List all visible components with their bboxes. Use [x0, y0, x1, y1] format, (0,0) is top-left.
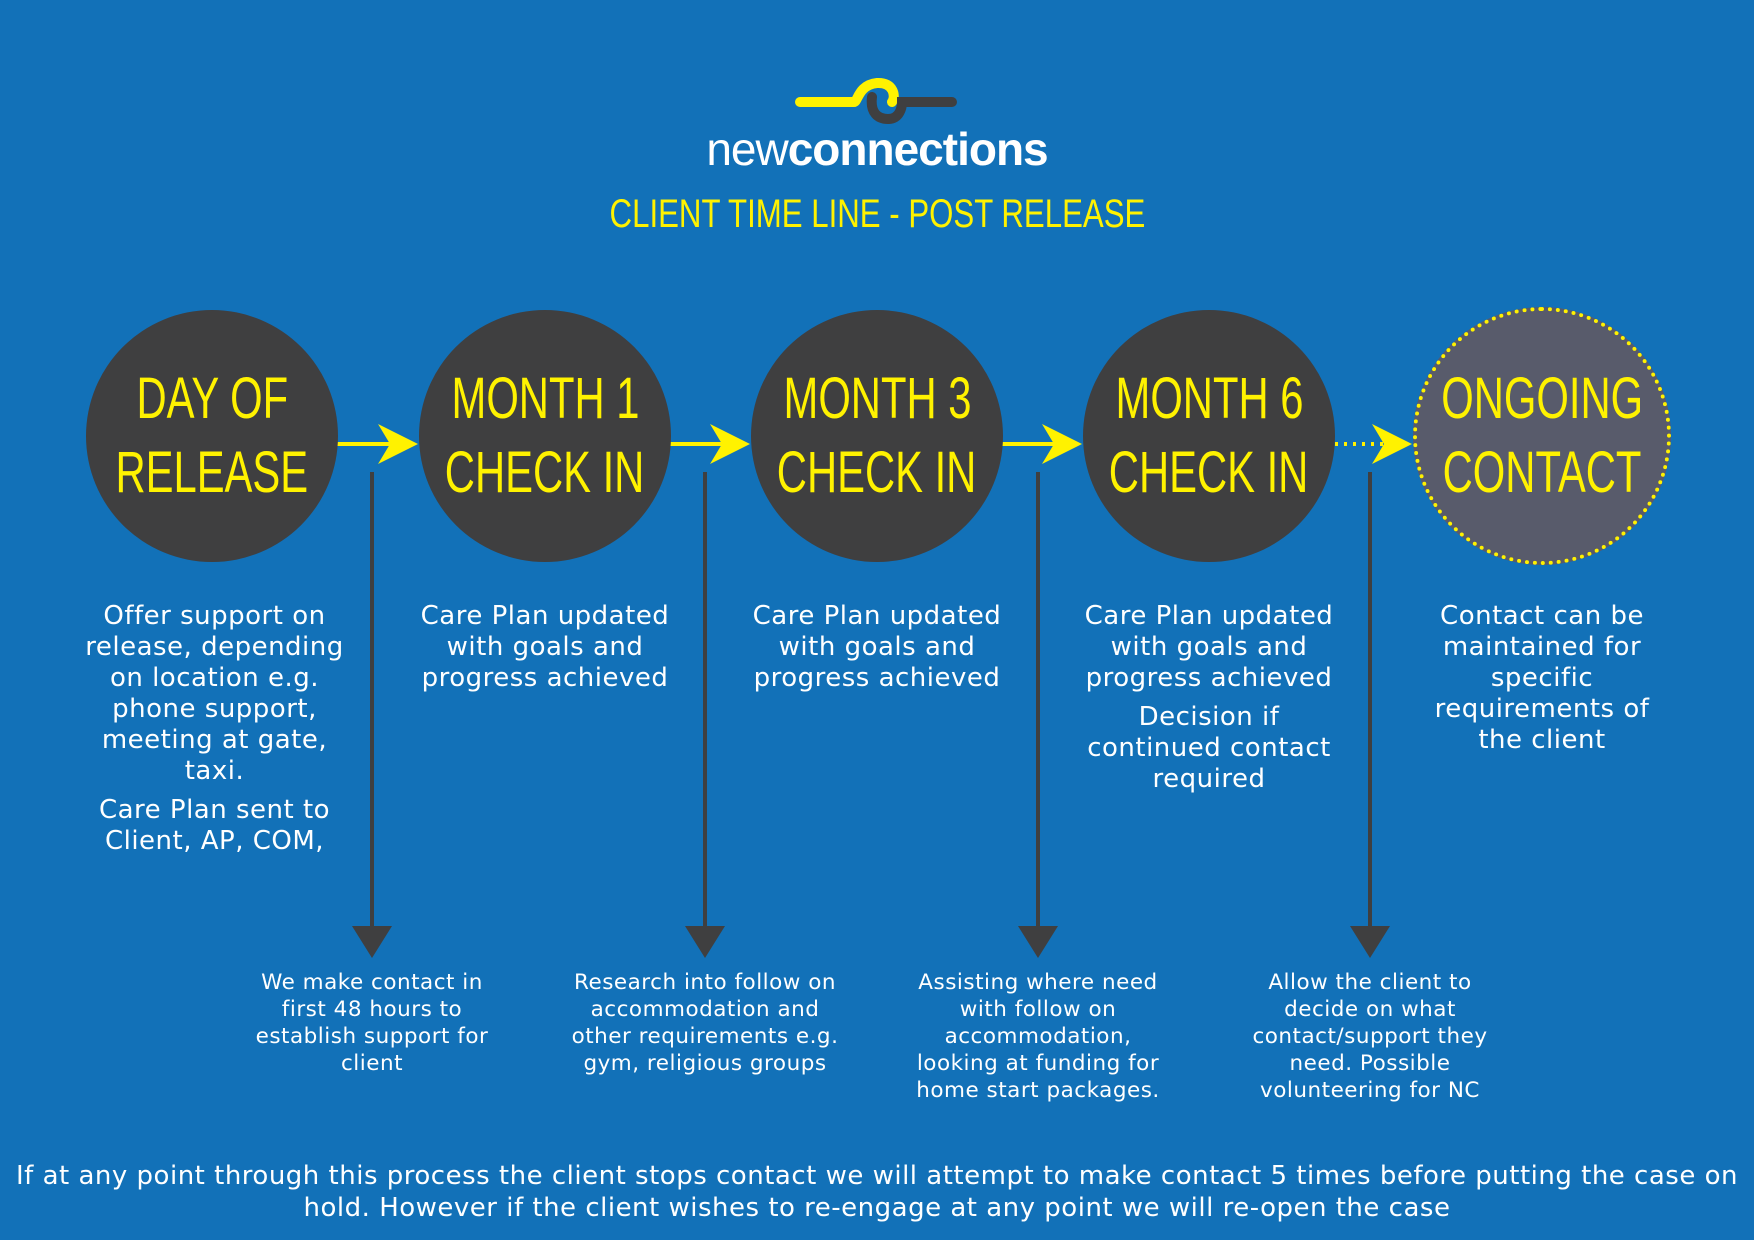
stage-description: Care Plan updated with goals and progres… [737, 601, 1017, 702]
stage-label-1: MONTH 1 [451, 366, 639, 431]
page-title: CLIENT TIME LINE - POST RELEASE [0, 192, 1754, 237]
stage-label-2: CHECK IN [777, 440, 977, 505]
brand-light: new [706, 123, 788, 175]
description-text: Care Plan updated with goals and progres… [1084, 601, 1334, 693]
stage-label-2: CHECK IN [1109, 440, 1309, 505]
stage-month-6: MONTH 6 CHECK IN [1083, 310, 1335, 562]
description-text: Care Plan updated with goals and progres… [752, 601, 1002, 693]
stage-description: Contact can be maintained for specific r… [1412, 601, 1672, 764]
stage-label-1: ONGOING [1441, 366, 1643, 431]
stage-description: Offer support on release, depending on l… [72, 601, 357, 865]
stage-month-3: MONTH 3 CHECK IN [751, 310, 1003, 562]
stage-label-2: RELEASE [115, 440, 309, 505]
stage-description: Care Plan updated with goals and progres… [405, 601, 685, 702]
stage-label-1: MONTH 6 [1115, 366, 1303, 431]
between-note: Research into follow on accommodation an… [571, 970, 839, 1076]
between-note: Assisting where need with follow on acco… [916, 970, 1160, 1103]
stage-description: Care Plan updated with goals and progres… [1069, 601, 1349, 803]
stage-label-1: MONTH 3 [783, 366, 971, 431]
description-text: Offer support on release, depending on l… [85, 601, 344, 786]
stage-label-2: CONTACT [1442, 440, 1642, 505]
between-note: Allow the client to decide on what conta… [1252, 970, 1488, 1103]
between-note: We make contact in first 48 hours to est… [255, 970, 489, 1076]
stage-day-of-release: DAY OF RELEASE [86, 310, 338, 562]
stage-ongoing-contact: ONGOING CONTACT [1413, 307, 1671, 565]
brand-name: newconnections [0, 122, 1754, 176]
description-text: Care Plan updated with goals and progres… [420, 601, 670, 693]
stage-label-1: DAY OF [136, 366, 288, 431]
description-text: Contact can be maintained for specific r… [1434, 601, 1650, 755]
page-title-text: CLIENT TIME LINE - POST RELEASE [609, 192, 1145, 236]
logo-mark-icon [795, 78, 957, 125]
logo [0, 75, 1754, 129]
description-text: Decision if continued contact required [1087, 702, 1331, 794]
stage-label-2: CHECK IN [445, 440, 645, 505]
stage-month-1: MONTH 1 CHECK IN [419, 310, 671, 562]
description-text: Care Plan sent to Client, AP, COM, [98, 795, 331, 856]
brand-bold: connections [787, 123, 1049, 175]
footer-note: If at any point through this process the… [16, 1161, 1738, 1223]
